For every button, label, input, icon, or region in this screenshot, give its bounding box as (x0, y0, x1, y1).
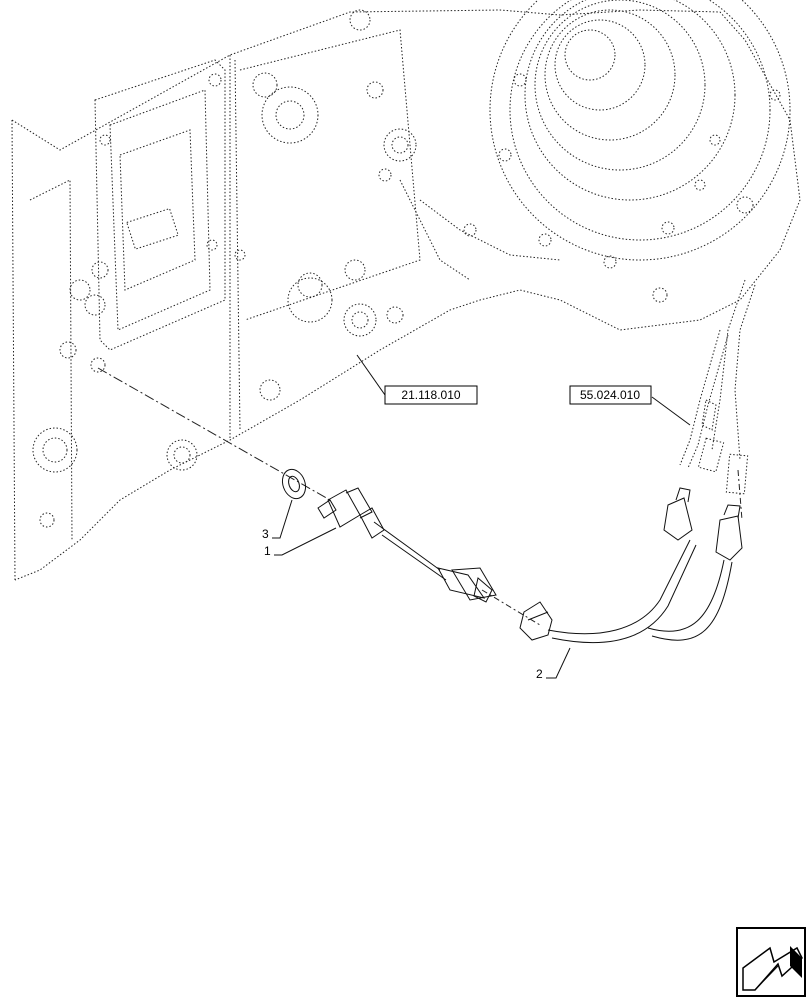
reference-55-024-010[interactable]: 55.024.010 (569, 385, 691, 426)
bolt-holes-bell (463, 73, 781, 303)
arrow-back-icon[interactable] (736, 927, 806, 997)
callout-3: 3 (262, 499, 293, 541)
sealing-washer (281, 468, 307, 500)
bolt-holes-middle (234, 9, 417, 401)
callout-2: 2 (536, 647, 571, 681)
reference-21-118-010[interactable]: 21.118.010 (356, 354, 478, 405)
assembly-centerline (97, 367, 331, 501)
reference-label: 21.118.010 (401, 388, 460, 402)
reference-label: 55.024.010 (580, 388, 640, 402)
transmission-housing (11, 0, 801, 581)
wiring-harness (519, 487, 743, 644)
temperature-sensor (317, 487, 497, 603)
machine-harness (679, 279, 756, 495)
callout-1: 1 (264, 527, 337, 558)
callout-number: 3 (262, 527, 269, 541)
callout-number: 1 (264, 544, 271, 558)
bolt-holes-left (32, 73, 222, 528)
callout-number: 2 (536, 667, 543, 681)
